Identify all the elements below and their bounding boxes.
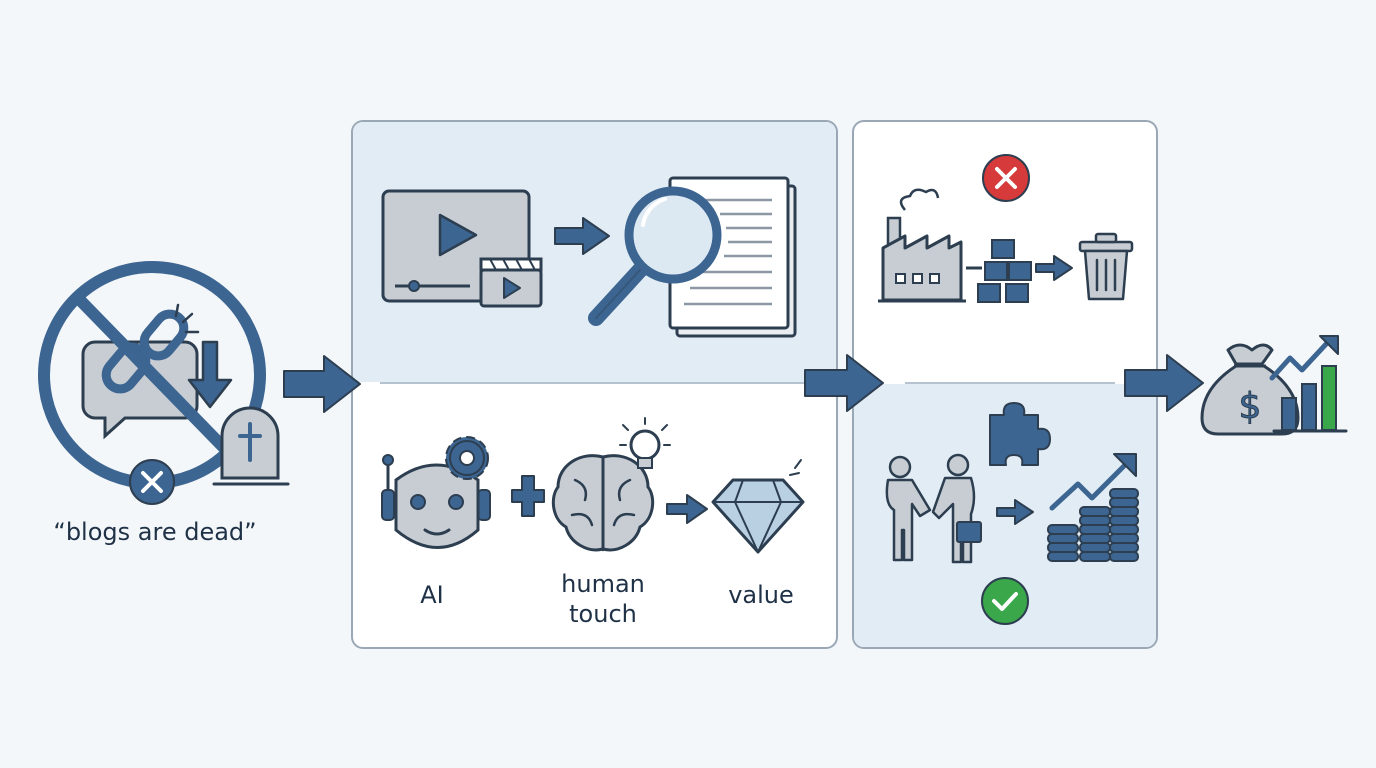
coins-growth-icon	[1047, 453, 1139, 562]
arrow-right-tiny-2-icon	[996, 499, 1034, 525]
boxes-icon	[966, 239, 1032, 303]
flow-arrow-1	[283, 355, 361, 413]
diamond-icon	[711, 459, 805, 554]
approve-icon	[981, 577, 1029, 625]
close-icon	[129, 459, 175, 505]
money-bag-icon: $	[1200, 343, 1300, 436]
reject-icon	[982, 154, 1030, 202]
value-label: value	[728, 581, 794, 609]
gear-icon	[445, 436, 489, 480]
outcome-panel-divider	[905, 382, 1115, 384]
down-arrow-icon	[187, 340, 233, 409]
handshake-icon	[885, 453, 982, 564]
human-label-line2: touch	[569, 600, 637, 628]
blogs-dead-caption: “blogs are dead”	[53, 518, 257, 546]
magnifier-icon	[588, 186, 722, 326]
arrow-right-icon	[554, 217, 610, 255]
robot-icon	[381, 454, 491, 549]
arrow-right-tiny-icon	[1035, 255, 1073, 281]
clapperboard-icon	[479, 257, 543, 308]
lightbulb-icon	[619, 417, 671, 469]
process-panel-divider	[380, 382, 810, 384]
flow-arrow-3	[1124, 354, 1204, 412]
flow-arrow-2	[804, 354, 884, 412]
broken-link-icon	[101, 309, 189, 394]
plus-icon	[511, 475, 545, 517]
arrow-right-small-icon	[666, 494, 708, 524]
ai-label: AI	[420, 581, 444, 609]
trash-can-icon	[1078, 232, 1134, 301]
human-label-line1: human	[561, 570, 645, 598]
puzzle-icon	[989, 402, 1051, 466]
bar-chart-growth-icon	[1269, 335, 1348, 433]
svg-text:$: $	[1239, 386, 1262, 427]
brain-icon	[551, 454, 655, 552]
tombstone-icon	[212, 406, 290, 486]
factory-icon	[878, 188, 966, 303]
